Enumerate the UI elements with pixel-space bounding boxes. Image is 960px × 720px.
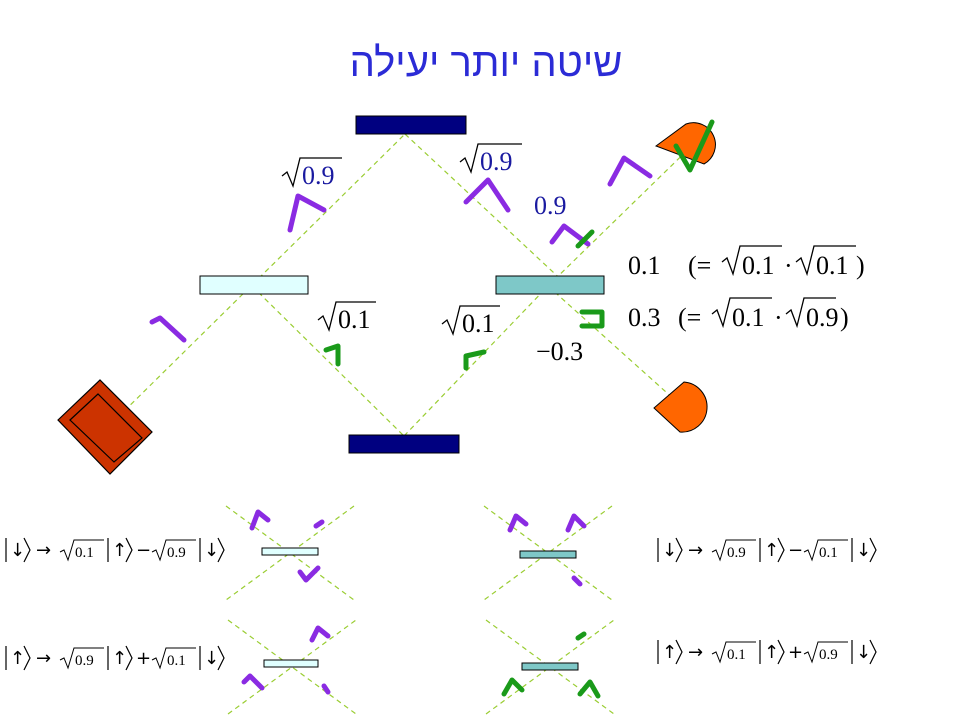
photon-arrow	[149, 315, 187, 343]
svg-text:↑: ↑	[112, 540, 127, 561]
result-row-1: 0.1 (= 0.1 · 0.1 )	[628, 245, 865, 280]
amplitude-label: −0.3	[536, 337, 583, 366]
svg-text:·: ·	[774, 303, 783, 332]
mini-splitter-1	[225, 505, 355, 601]
beam-path	[403, 285, 549, 437]
svg-text:0.1: 0.1	[742, 251, 775, 280]
svg-text:0.1: 0.1	[732, 303, 765, 332]
photon-arrow	[549, 223, 591, 247]
svg-text:0.1: 0.1	[75, 545, 94, 561]
svg-text:·: ·	[784, 251, 793, 280]
mini-splitter-2	[483, 505, 613, 601]
svg-text:↑: ↑	[764, 540, 779, 561]
detector-icon	[654, 122, 716, 165]
top-mirror	[355, 115, 467, 135]
checkmark-icon	[673, 119, 715, 173]
equation-3: ↓ → 0.9 ↑ − 0.1 ↓	[657, 537, 877, 563]
svg-text:↓: ↓	[204, 648, 219, 669]
svg-text:↑: ↑	[764, 642, 779, 663]
svg-text:→: →	[688, 540, 703, 561]
photon-arrow	[463, 349, 487, 371]
svg-text:0.3: 0.3	[628, 303, 661, 332]
svg-text:0.1: 0.1	[816, 251, 849, 280]
beam-path	[547, 131, 707, 287]
svg-text:→: →	[688, 642, 703, 663]
mini-splitter-3	[227, 619, 357, 715]
page-title: שיטה יותר יעילה	[350, 41, 623, 85]
photon-arrow	[579, 309, 605, 329]
bottom-mirror	[348, 434, 460, 454]
sqrt-label-left-lower: 0.1	[317, 301, 376, 334]
svg-text:): )	[856, 251, 865, 280]
svg-text:0.1: 0.1	[819, 545, 838, 561]
beam-path	[404, 133, 569, 287]
mini-splitter-4	[485, 619, 615, 715]
sqrt-label-left-upper: 0.9	[281, 157, 342, 190]
svg-text:0.9: 0.9	[727, 545, 746, 561]
photon-arrow	[575, 229, 595, 249]
svg-text:−: −	[136, 540, 151, 561]
photon-arrow	[463, 177, 511, 213]
svg-text:↑: ↑	[662, 642, 677, 663]
svg-text:→: →	[36, 540, 51, 561]
svg-text:0.9: 0.9	[819, 647, 838, 663]
right-beam-splitter	[495, 275, 605, 295]
svg-text:→: →	[36, 648, 51, 669]
beam-path	[547, 285, 687, 411]
svg-text:↓: ↓	[10, 540, 25, 561]
beam-path	[251, 285, 405, 437]
equation-1: ↓ → 0.1 ↑ − 0.9 ↓	[5, 537, 225, 563]
svg-text:+: +	[136, 648, 151, 669]
svg-text:↑: ↑	[112, 648, 127, 669]
svg-text:0.1: 0.1	[338, 305, 371, 334]
svg-text:↓: ↓	[204, 540, 219, 561]
left-beam-splitter	[199, 275, 309, 295]
svg-text:+: +	[788, 642, 803, 663]
result-row-2: 0.3 (= 0.1 · 0.9 )	[628, 297, 849, 332]
equation-4: ↑ → 0.1 ↑ + 0.9 ↓	[657, 639, 877, 665]
photon-arrow	[323, 343, 341, 367]
sqrt-label-right-upper: 0.9	[459, 143, 522, 176]
photon-arrow	[287, 193, 327, 233]
svg-text:↑: ↑	[10, 648, 25, 669]
photon-arrow	[607, 155, 653, 187]
svg-text:−: −	[788, 540, 803, 561]
amplitude-label: 0.9	[534, 191, 567, 220]
svg-text:0.9: 0.9	[480, 147, 513, 176]
svg-text:0.9: 0.9	[167, 545, 186, 561]
svg-text:0.9: 0.9	[302, 161, 335, 190]
sqrt-label-right-lower: 0.1	[441, 305, 500, 338]
svg-text:0.1: 0.1	[628, 251, 661, 280]
equation-2: ↑ → 0.9 ↑ + 0.1 ↓	[5, 645, 225, 671]
svg-text:0.1: 0.1	[462, 309, 495, 338]
svg-text:↓: ↓	[856, 642, 871, 663]
svg-text:): )	[840, 303, 849, 332]
svg-text:(=: (=	[688, 251, 711, 280]
photon-source-icon	[57, 379, 153, 475]
svg-text:0.1: 0.1	[727, 647, 746, 663]
svg-text:↓: ↓	[662, 540, 677, 561]
svg-text:0.1: 0.1	[167, 653, 186, 669]
detector-icon	[653, 381, 708, 433]
svg-text:0.9: 0.9	[806, 303, 839, 332]
svg-text:(=: (=	[678, 303, 701, 332]
svg-text:0.9: 0.9	[75, 653, 94, 669]
svg-text:↓: ↓	[856, 540, 871, 561]
